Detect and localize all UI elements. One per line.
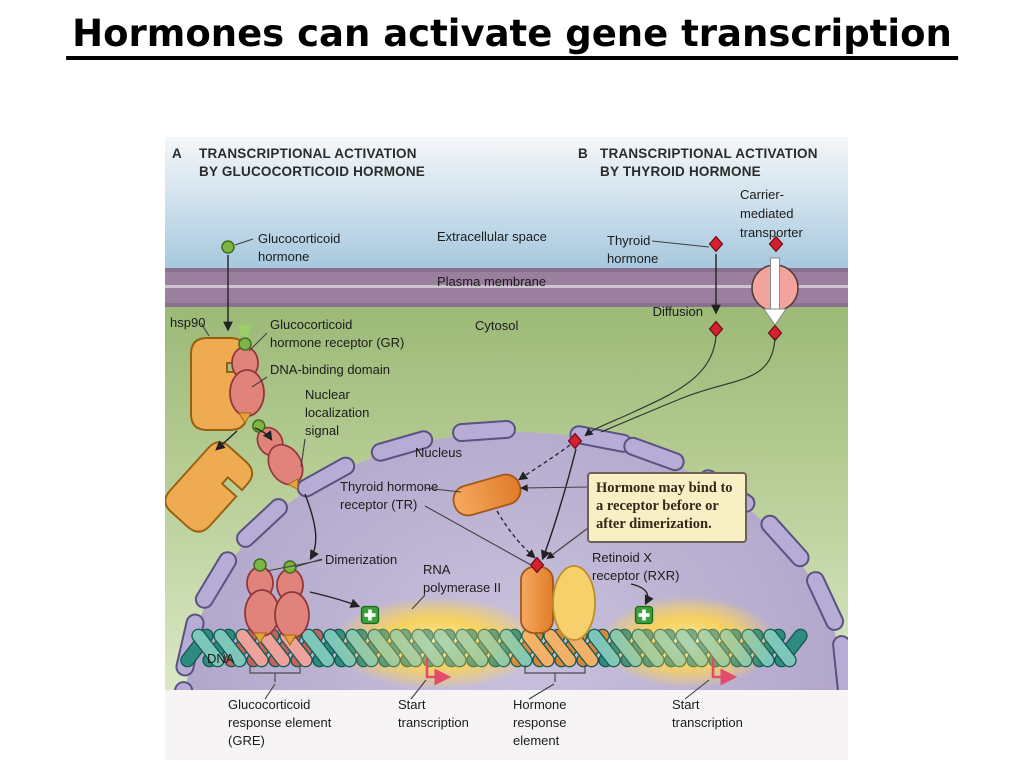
pore-to-dimer-arrow	[540, 448, 577, 561]
label-gre: (GRE)	[228, 733, 265, 748]
label-plasma-membrane: Plasma membrane	[437, 274, 546, 289]
plus-icon	[360, 605, 380, 625]
label-rxr-receptor: Retinoid X	[592, 550, 652, 565]
free-tr-receptor	[452, 473, 522, 517]
plasma-membrane-band	[165, 268, 848, 307]
callout-pointer-2	[546, 527, 589, 560]
label-cytosol: Cytosol	[475, 318, 518, 333]
label-rna-polymerase: polymerase II	[423, 580, 501, 595]
label-carrier-transporter: transporter	[740, 225, 804, 240]
callout-line: a receptor before or	[596, 498, 719, 514]
hre-bracket	[524, 665, 586, 682]
label-rxr-receptor: receptor (RXR)	[592, 568, 679, 583]
slide-title: Hormones can activate gene transcription	[66, 12, 958, 60]
callout-pointer-1	[520, 484, 589, 492]
label-hsp90: hsp90	[170, 315, 205, 330]
label-pointer-lines	[200, 238, 710, 700]
label-gr-receptor: Glucocorticoid	[270, 317, 352, 332]
complex-to-hsp90-arrow	[215, 430, 238, 451]
panel-a-letter: A	[172, 146, 182, 161]
label-nls: Nuclear	[305, 387, 350, 402]
carrier-transporter-icon	[751, 257, 799, 326]
hormone-transcription-diagram: Hormone may bind to a receptor before or…	[165, 137, 848, 760]
receptor-to-nucleus-arrow	[304, 493, 319, 561]
panel-b-title: BY THYROID HORMONE	[600, 164, 761, 179]
panel-a-title: TRANSCRIPTIONAL ACTIVATION	[199, 146, 417, 161]
label-start-transcription-2: Start	[672, 697, 700, 712]
label-dimerization: Dimerization	[325, 552, 397, 567]
label-gr-receptor: hormone receptor (GR)	[270, 335, 404, 350]
pore-to-tr-dashed-arrow	[518, 444, 571, 481]
plus-icon	[634, 605, 654, 625]
label-diffusion: Diffusion	[653, 304, 703, 319]
label-start-transcription-1: Start	[398, 697, 426, 712]
label-thyroid-hormone: Thyroid	[607, 233, 650, 248]
panel-a-title: BY GLUCOCORTICOID HORMONE	[199, 164, 425, 179]
start-transcription-arrow-1	[425, 658, 452, 686]
callout-line: after dimerization.	[596, 516, 712, 532]
label-tr-receptor: receptor (TR)	[340, 497, 417, 512]
label-thyroid-hormone: hormone	[607, 251, 658, 266]
label-glucocorticoid-hormone: hormone	[258, 249, 309, 264]
label-dna-binding-domain: DNA-binding domain	[270, 362, 390, 377]
label-hormone-response-element: Hormone	[513, 697, 566, 712]
glucocorticoid-hormone-dot-icon	[221, 240, 235, 254]
complex-to-receptor-arrow	[254, 427, 273, 442]
label-start-transcription-1: transcription	[398, 715, 469, 730]
label-gre: response element	[228, 715, 332, 730]
extracellular-region	[165, 137, 848, 268]
label-tr-receptor: Thyroid hormone	[340, 479, 438, 494]
callout-box: Hormone may bind to a receptor before or…	[587, 472, 747, 543]
rxr-to-polymerase-arrow	[630, 583, 654, 606]
label-hormone-response-element: element	[513, 733, 560, 748]
gre-bracket	[249, 665, 301, 682]
diffusion-path-to-pore	[584, 335, 717, 437]
tr-to-dimer-dashed-arrow	[496, 510, 536, 559]
label-start-transcription-2: transcription	[672, 715, 743, 730]
rna-pol-glow-2-front	[600, 596, 776, 688]
hormone-entry-glow	[238, 325, 252, 345]
tr-rxr-dimer	[520, 556, 596, 641]
dimer-to-polymerase-arrow	[309, 591, 361, 608]
hormone-dot-icon	[238, 337, 252, 351]
tr-shape	[520, 566, 554, 634]
rxr-shape	[552, 565, 596, 641]
label-hormone-response-element: response	[513, 715, 566, 730]
callout-line: Hormone may bind to	[596, 480, 733, 496]
label-gre: Glucocorticoid	[228, 697, 310, 712]
label-extracellular-space: Extracellular space	[437, 229, 547, 244]
panel-b-letter: B	[578, 146, 588, 161]
hsp90-gr-complex	[190, 325, 265, 431]
rna-pol-glow-1-front	[332, 597, 542, 689]
label-nls: localization	[305, 405, 369, 420]
label-strip	[165, 690, 848, 760]
label-nls: signal	[305, 423, 339, 438]
start-transcription-arrow-2	[711, 658, 738, 686]
label-carrier-transporter: Carrier-	[740, 187, 784, 202]
label-dna: DNA	[207, 651, 235, 666]
label-glucocorticoid-hormone: Glucocorticoid	[258, 231, 340, 246]
label-rna-polymerase: RNA	[423, 562, 451, 577]
label-nucleus: Nucleus	[415, 445, 462, 460]
label-carrier-transporter: mediated	[740, 206, 793, 221]
hormone-dot-icon	[253, 558, 267, 572]
panel-b-title: TRANSCRIPTIONAL ACTIVATION	[600, 146, 818, 161]
transporter-path-to-pore	[600, 337, 776, 433]
